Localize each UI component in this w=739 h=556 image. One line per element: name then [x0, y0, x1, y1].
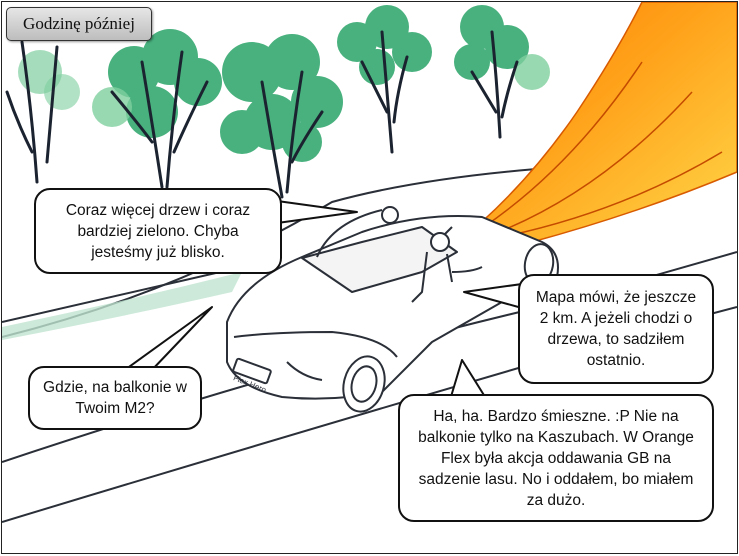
speech-text-2: Gdzie, na balkonie w Twoim M2?: [43, 379, 187, 417]
speech-text-4: Ha, ha. Bardzo śmieszne. :P Nie na balko…: [418, 407, 694, 509]
bubble-tails: [121, 199, 523, 401]
caption-text: Godzinę później: [23, 14, 135, 33]
panel-caption: Godzinę później: [6, 7, 152, 41]
speech-bubble-2: Gdzie, na balkonie w Twoim M2?: [28, 366, 202, 430]
speech-text-3: Mapa mówi, że jeszcze 2 km. A jeżeli cho…: [535, 289, 697, 369]
speech-text-1: Coraz więcej drzew i coraz bardziej ziel…: [65, 201, 251, 261]
convertible-car: [226, 206, 559, 413]
tree-trunks: [5, 30, 519, 199]
road-grass-strip: [2, 272, 242, 340]
speech-bubble-3: Mapa mówi, że jeszcze 2 km. A jeżeli cho…: [518, 274, 714, 384]
speech-bubble-1: Coraz więcej drzew i coraz bardziej ziel…: [34, 188, 282, 274]
tree-foliage: [18, 5, 550, 162]
speech-bubble-4: Ha, ha. Bardzo śmieszne. :P Nie na balko…: [398, 394, 714, 522]
